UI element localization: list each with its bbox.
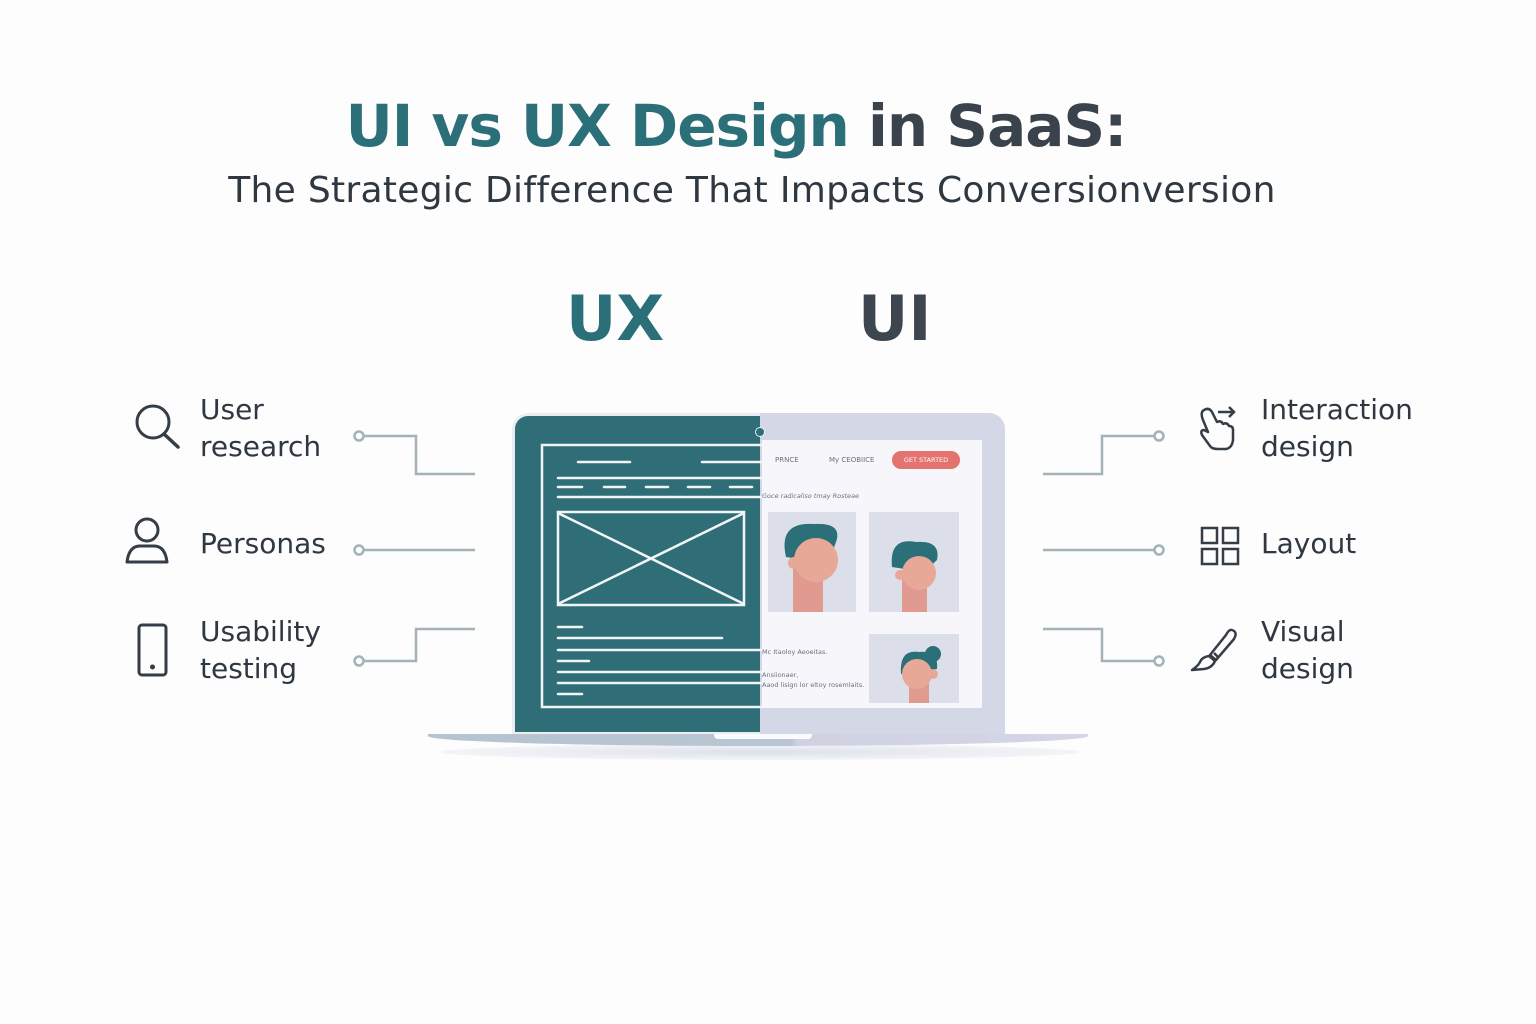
mock-nav-item: My CEOBIICE: [829, 456, 875, 464]
search-icon: [130, 400, 182, 452]
page-title: UI vs UX Design in SaaS:: [0, 92, 1472, 160]
laptop-base: [428, 734, 1088, 746]
ux-label-personas: Personas: [200, 527, 326, 560]
mock-caption: Ansiionaer,: [762, 671, 799, 679]
webcam-icon: [755, 427, 765, 437]
mock-caption: Mc Itaoloy Aeoeitas.: [762, 648, 828, 656]
ux-heading: UX: [566, 282, 665, 355]
persona-card: [869, 512, 959, 612]
ui-label-layout: Layout: [1261, 527, 1357, 560]
ux-label-user-research: User research: [200, 393, 322, 463]
smartphone-icon: [127, 622, 179, 682]
wireframe-illustration: [540, 443, 762, 709]
persona-card: [768, 512, 856, 612]
laptop-shadow: [440, 744, 1080, 760]
title-highlight: UI vs UX Design: [345, 92, 850, 160]
mock-tagline: Goce radicaliso tmay Rosteae: [762, 492, 860, 500]
tap-gesture-icon: [1196, 402, 1248, 454]
ux-label-usability-testing: Usability testing: [200, 615, 321, 685]
laptop-notch: [714, 734, 812, 739]
grid-layout-icon: [1198, 524, 1250, 576]
paintbrush-icon: [1188, 626, 1240, 678]
page-subtitle: The Strategic Difference That Impacts Co…: [228, 170, 1276, 211]
title-rest: in SaaS:: [848, 92, 1127, 160]
ui-label-visual-design: Visual design: [1261, 615, 1354, 685]
persona-card: [869, 634, 959, 703]
laptop-ux-half: [512, 413, 760, 735]
mock-nav-item: PRNCE: [775, 456, 799, 464]
ui-label-interaction-design: Interaction design: [1261, 393, 1413, 463]
user-icon: [122, 516, 174, 568]
mock-caption: Aaod lisign lor eltoy rosemlaits.: [762, 681, 865, 689]
ui-heading: UI: [858, 282, 932, 355]
get-started-button[interactable]: GET STARTED: [892, 451, 960, 469]
